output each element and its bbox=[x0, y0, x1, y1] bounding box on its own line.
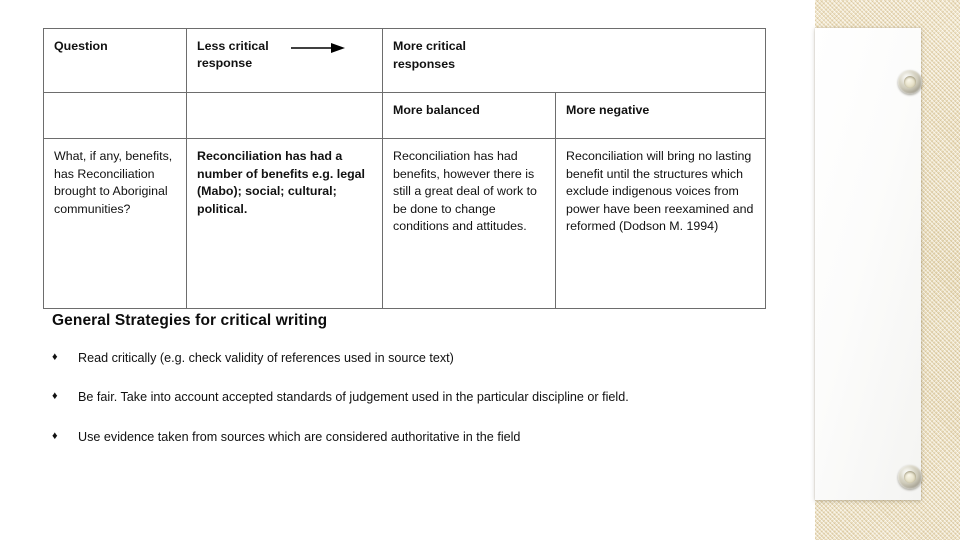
subheader-cell-empty-question bbox=[43, 92, 187, 139]
list-item: ♦ Read critically (e.g. check validity o… bbox=[52, 348, 767, 368]
header-more-critical-line1: More critical bbox=[393, 39, 466, 53]
list-item-text: Read critically (e.g. check validity of … bbox=[78, 351, 454, 365]
header-more-critical-line2: responses bbox=[393, 56, 455, 71]
grommet-bottom-icon bbox=[898, 465, 922, 489]
slide-content: Question Less critical response bbox=[43, 28, 767, 466]
diamond-bullet-icon: ♦ bbox=[52, 390, 58, 403]
header-cell-more-critical: More critical responses bbox=[382, 28, 766, 93]
diamond-bullet-icon: ♦ bbox=[52, 429, 58, 442]
table-header-row-sub: More balanced More negative bbox=[43, 92, 766, 139]
subheader-cell-empty-less bbox=[186, 92, 383, 139]
subheader-cell-more-negative: More negative bbox=[555, 92, 766, 139]
header-less-critical-line2: response bbox=[197, 56, 253, 71]
header-question-label: Question bbox=[54, 39, 108, 53]
cell-more-negative-response: Reconciliation will bring no lasting ben… bbox=[555, 138, 766, 309]
page-title: General Strategies for critical writing bbox=[52, 312, 328, 329]
table-header-row-main: Question Less critical response bbox=[43, 28, 766, 93]
subheader-more-negative-label: More negative bbox=[566, 103, 650, 117]
general-strategies-section: General Strategies for critical writing … bbox=[52, 312, 767, 466]
cell-less-critical-response: Reconciliation has had a number of benef… bbox=[186, 138, 383, 309]
header-cell-less-critical: Less critical response bbox=[186, 28, 383, 93]
list-item: ♦ Use evidence taken from sources which … bbox=[52, 427, 767, 447]
list-item-text: Be fair. Take into account accepted stan… bbox=[78, 390, 629, 405]
diamond-bullet-icon: ♦ bbox=[52, 351, 58, 363]
header-cell-question: Question bbox=[43, 28, 187, 93]
grommet-top-icon bbox=[898, 70, 922, 94]
right-arrow-icon bbox=[290, 42, 347, 54]
white-plaque-panel bbox=[815, 28, 922, 500]
subheader-cell-more-balanced: More balanced bbox=[382, 92, 556, 139]
critical-response-table: Question Less critical response bbox=[43, 28, 766, 309]
subheader-more-balanced-label: More balanced bbox=[393, 103, 480, 117]
cell-more-balanced-response: Reconciliation has had benefits, however… bbox=[382, 138, 556, 309]
table-row: What, if any, benefits, has Reconciliati… bbox=[43, 138, 766, 309]
list-item-text: Use evidence taken from sources which ar… bbox=[78, 429, 521, 444]
header-less-critical-line1: Less critical bbox=[197, 39, 269, 53]
list-item: ♦ Be fair. Take into account accepted st… bbox=[52, 387, 767, 407]
cell-question: What, if any, benefits, has Reconciliati… bbox=[43, 138, 187, 309]
